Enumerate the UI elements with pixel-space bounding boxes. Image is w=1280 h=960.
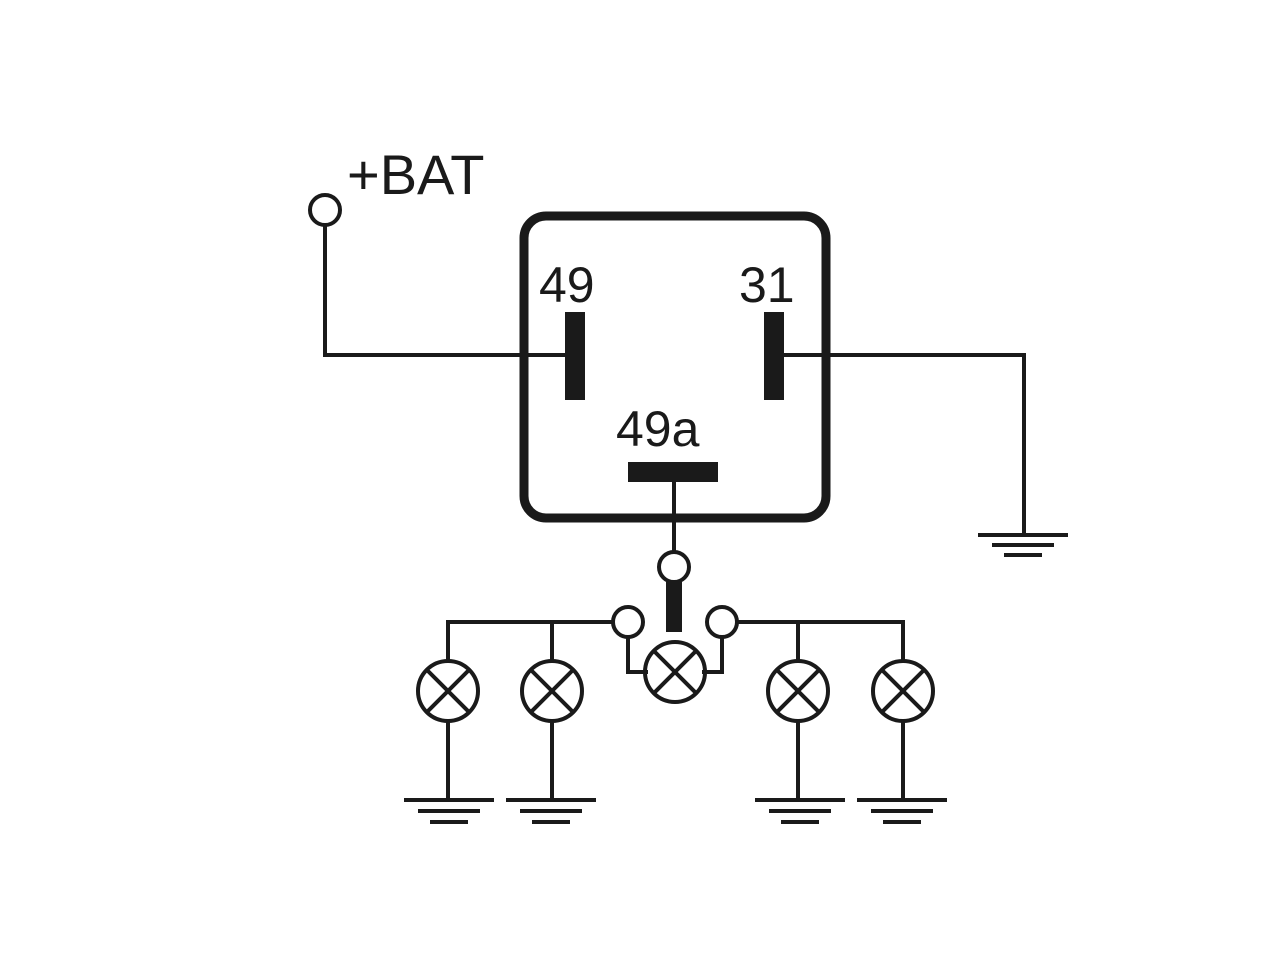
switch-common-terminal: [657, 550, 691, 584]
terminal-49a-contact: [628, 462, 718, 482]
ground-4: [857, 798, 947, 824]
right-branch-wire: [735, 620, 905, 662]
switch-right-terminal: [705, 605, 739, 639]
ground-3: [755, 798, 845, 824]
ground-1: [404, 798, 494, 824]
indicator-wire-right: [702, 635, 724, 674]
ground-relay: [978, 533, 1068, 557]
terminal-49a-label: 49a: [616, 401, 700, 457]
battery-label: +BAT: [347, 143, 484, 206]
switch-lever: [666, 582, 682, 632]
lamp-right-outer: [871, 659, 935, 723]
terminal-31-label: 31: [739, 257, 795, 313]
left-branch-wire: [446, 620, 615, 662]
terminal-49-label: 49: [539, 257, 595, 313]
indicator-wire-left: [626, 635, 648, 674]
terminal-49-contact: [565, 312, 585, 400]
switch-left-terminal: [611, 605, 645, 639]
lamp-right-inner: [766, 659, 830, 723]
battery-terminal: [308, 193, 342, 227]
lamp-left-outer: [416, 659, 480, 723]
ground-2: [506, 798, 596, 824]
lamp-left-inner: [520, 659, 584, 723]
lamp-indicator: [643, 640, 707, 704]
ground-wire-31: [773, 353, 1026, 537]
battery-wire: [323, 223, 579, 357]
